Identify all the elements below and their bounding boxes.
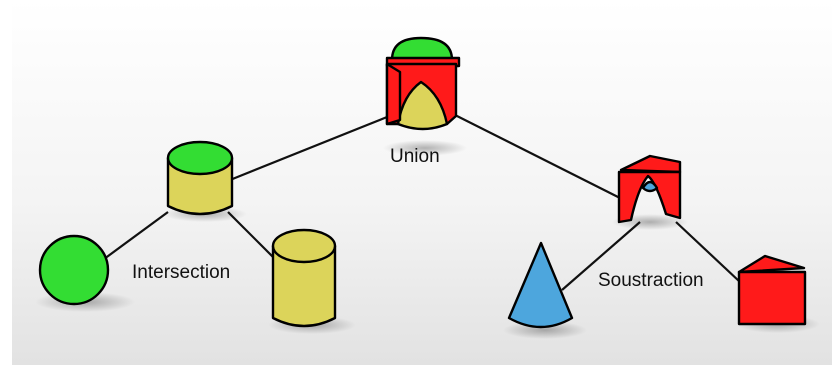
edge-intersection-cylinder (227, 211, 279, 263)
intersection-label: Intersection (132, 262, 230, 283)
green-sphere-shape (38, 234, 110, 306)
red-prism-shape (737, 254, 807, 326)
edge-intersection-sphere (99, 211, 169, 263)
intersection-result-shape (166, 140, 234, 216)
tree-edges (99, 113, 741, 291)
edge-subtraction-prism (675, 221, 741, 283)
edge-union-intersection (229, 113, 393, 182)
blue-cone-shape (507, 241, 574, 329)
union-label: Union (390, 146, 440, 167)
union-result-shape (385, 36, 461, 131)
edge-union-subtraction (454, 114, 621, 199)
yellow-cylinder-shape (271, 228, 337, 328)
frame-left-strip (0, 0, 12, 365)
subtraction-label: Soustraction (598, 270, 704, 291)
edge-subtraction-cone (561, 221, 641, 291)
subtraction-result-shape (617, 154, 682, 224)
